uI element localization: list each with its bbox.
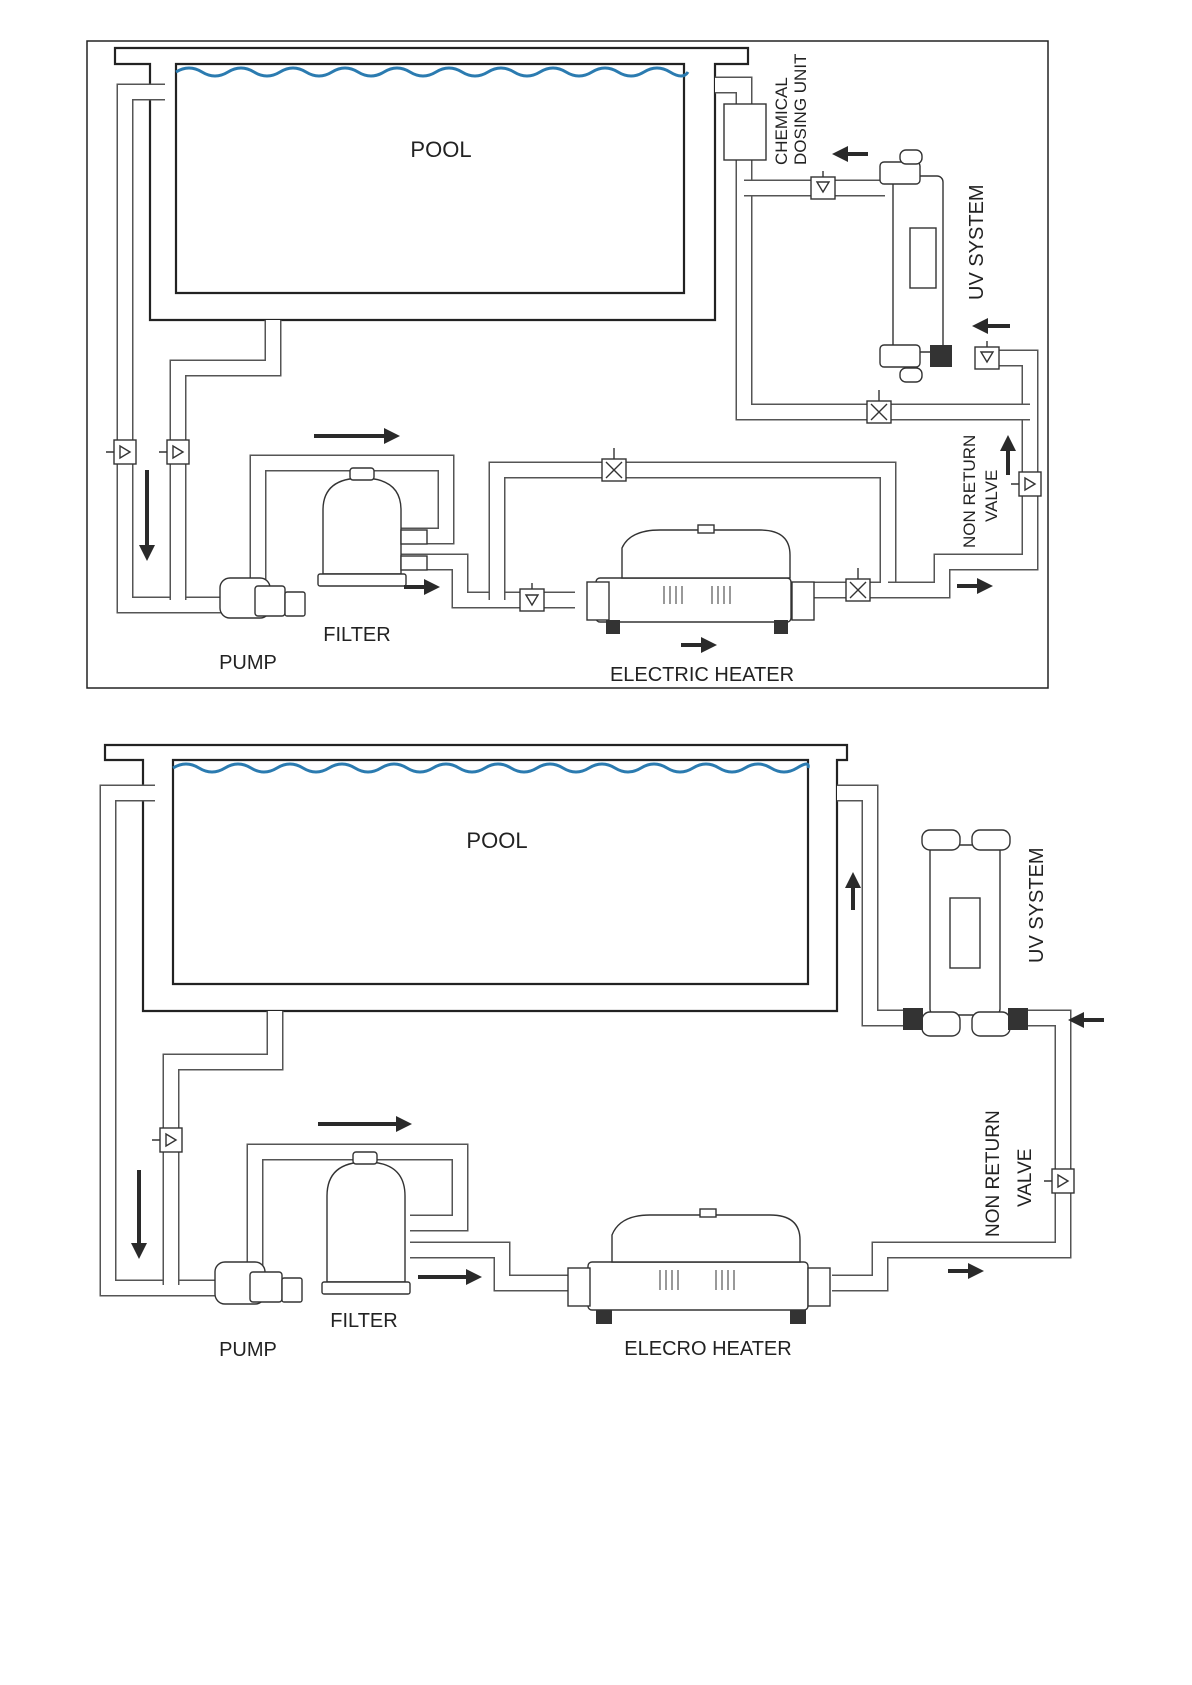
pool-1: POOL: [115, 48, 748, 320]
non-return-label-2a: NON RETURN: [983, 1110, 1004, 1237]
uv-system-label-1: UV SYSTEM: [966, 184, 988, 300]
pool-2: POOL: [105, 745, 847, 1011]
chemical-dosing-label-1a: CHEMICAL: [772, 77, 791, 165]
filter-2: FILTER: [322, 1152, 410, 1332]
non-return-label-1b: VALVE: [982, 470, 1001, 522]
pump-label-1: PUMP: [219, 652, 277, 674]
pool-label-1: POOL: [410, 137, 471, 162]
electro-heater-2: ELECRO HEATER: [568, 1209, 830, 1360]
pump-1: PUMP: [219, 578, 305, 674]
pool-label-2: POOL: [466, 828, 527, 853]
diagram-2: POOL: [105, 745, 1104, 1361]
diagram-1: POOL: [87, 41, 1048, 688]
filter-label-1: FILTER: [323, 624, 390, 646]
filter-label-2: FILTER: [330, 1310, 397, 1332]
non-return-label-1a: NON RETURN: [960, 435, 979, 548]
non-return-label-2b: VALVE: [1015, 1149, 1036, 1207]
electric-heater-1: ELECTRIC HEATER: [587, 525, 814, 686]
heater-label-2: ELECRO HEATER: [624, 1338, 791, 1360]
chemical-dosing-label-1b: DOSING UNIT: [791, 54, 810, 165]
pump-label-2: PUMP: [219, 1339, 277, 1361]
uv-system-1: [880, 150, 952, 382]
pump-2: PUMP: [215, 1262, 302, 1361]
uv-system-label-2: UV SYSTEM: [1026, 847, 1048, 963]
uv-system-2: [903, 830, 1028, 1036]
chemical-dosing-unit-1: [724, 104, 766, 160]
heater-label-1: ELECTRIC HEATER: [610, 664, 794, 686]
filter-1: FILTER: [318, 468, 427, 646]
